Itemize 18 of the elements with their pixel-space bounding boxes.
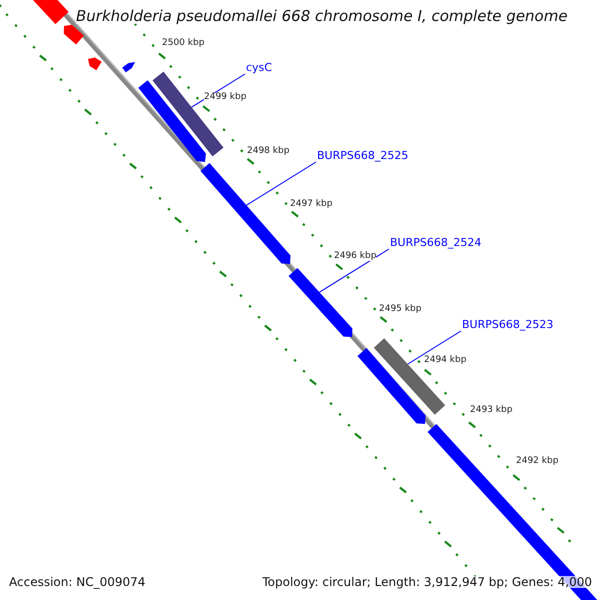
leader-line bbox=[246, 162, 316, 206]
gene-label: BURPS668_2525 bbox=[317, 150, 408, 161]
map-title: Burkholderia pseudomallei 668 chromosome I, complete genome bbox=[76, 9, 568, 24]
gene-bar bbox=[374, 338, 446, 415]
gene-label: BURPS668_2524 bbox=[390, 237, 482, 248]
leader-line bbox=[318, 248, 390, 293]
accession-text: Accession: NC_009074 bbox=[9, 576, 146, 588]
gene-label: cysC bbox=[246, 62, 272, 73]
gene-block bbox=[200, 163, 291, 264]
gene-block bbox=[288, 268, 352, 337]
scale-label: 2494 kbp bbox=[424, 356, 466, 365]
scale-label: 2495 kbp bbox=[379, 305, 422, 314]
genome-summary: Topology: circular; Length: 3,912,947 bp; Genes: 4,000 bbox=[262, 576, 592, 588]
gene-label: BURPS668_2523 bbox=[462, 319, 554, 330]
scale-label: 2492 kbp bbox=[516, 457, 558, 466]
leader-line bbox=[407, 330, 462, 365]
scale-label: 2499 kbp bbox=[204, 93, 246, 102]
scale-label: 2497 kbp bbox=[290, 200, 332, 209]
